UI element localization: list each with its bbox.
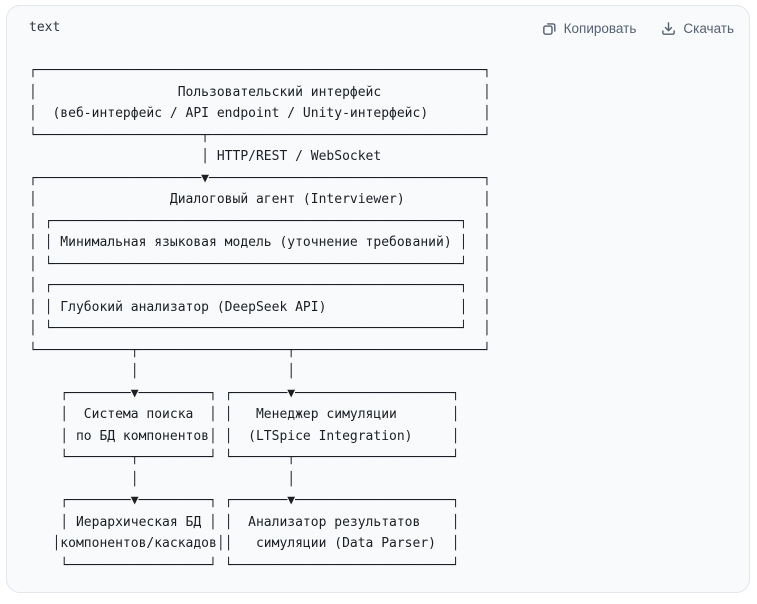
copy-button-label: Копировать bbox=[563, 20, 637, 36]
ascii-diagram: ┌───────────────────────────────────────… bbox=[29, 63, 491, 573]
code-block-card: text Копировать bbox=[6, 5, 750, 593]
copy-button[interactable]: Копировать bbox=[541, 20, 637, 37]
download-button[interactable]: Скачать bbox=[660, 20, 734, 37]
language-label: text bbox=[29, 20, 61, 35]
copy-icon bbox=[541, 20, 558, 37]
code-block-actions: Копировать Скачать bbox=[541, 20, 734, 37]
download-icon bbox=[660, 20, 677, 37]
download-button-label: Скачать bbox=[683, 20, 734, 36]
code-block-header: text Копировать bbox=[7, 6, 749, 37]
